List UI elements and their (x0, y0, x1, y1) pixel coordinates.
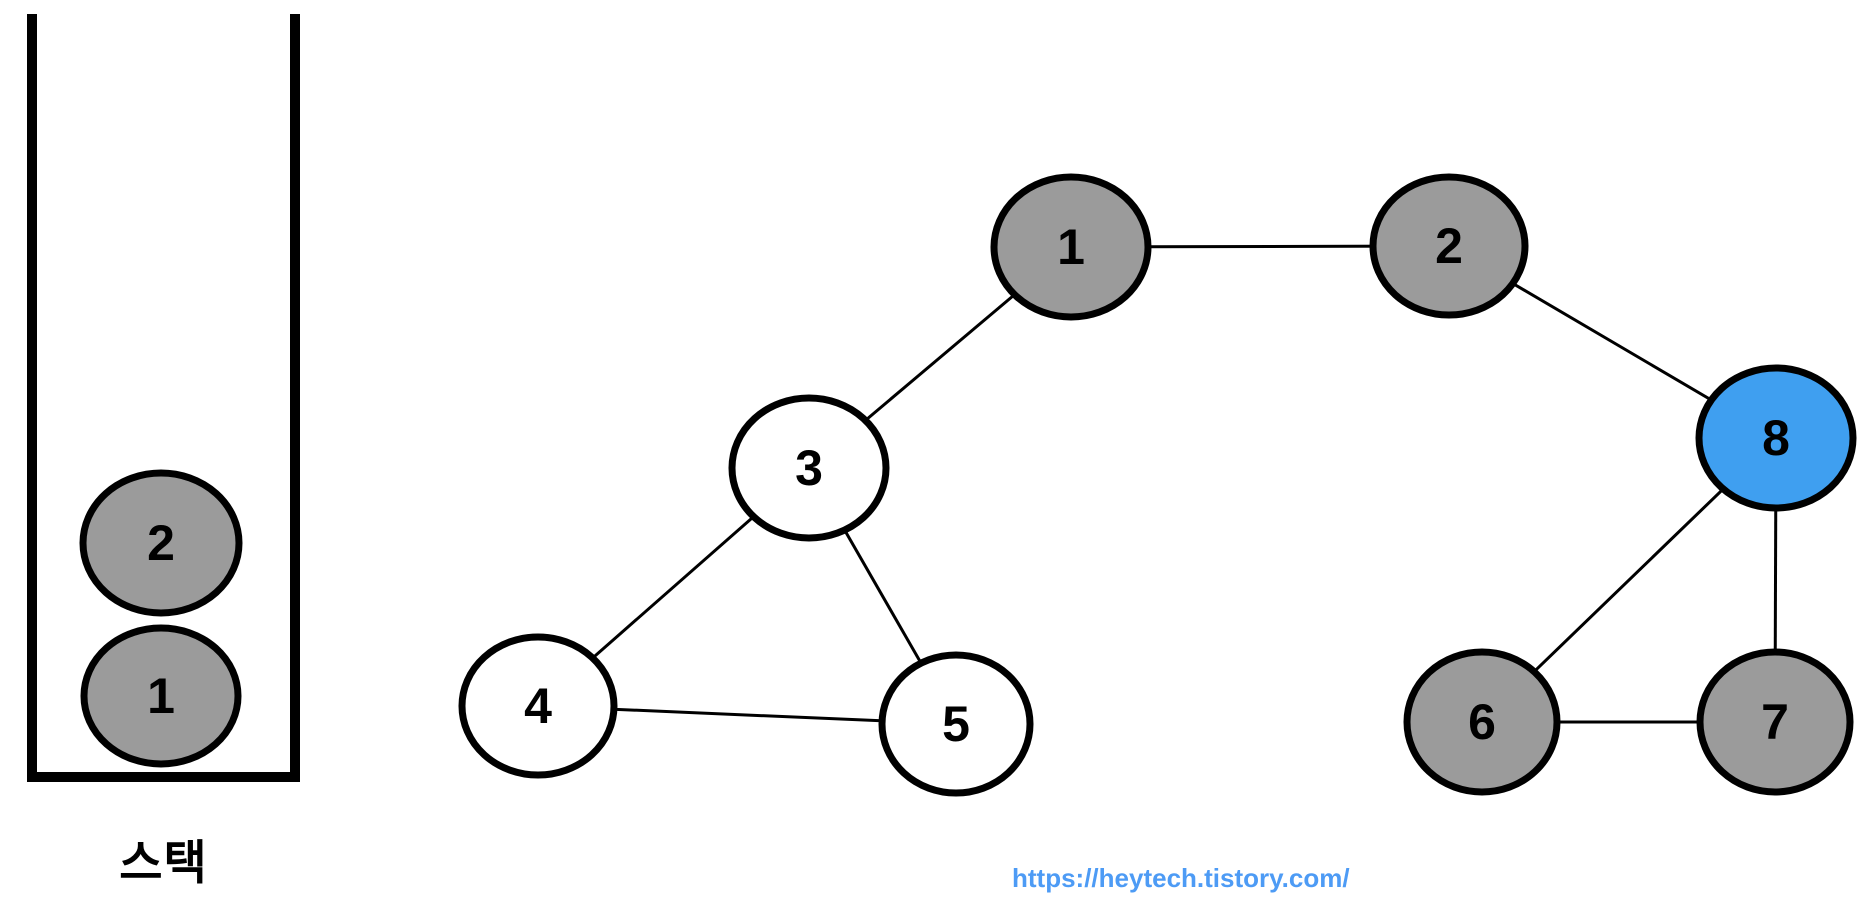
graph-node-label-7: 7 (1761, 694, 1789, 750)
stack-item-label-2: 2 (147, 515, 175, 571)
graph-node-6 (1403, 648, 1561, 796)
stack-right-wall (290, 14, 300, 782)
graph-node-4 (458, 633, 618, 779)
graph-node-3 (728, 394, 890, 542)
stack-item-1 (80, 624, 242, 768)
graph-node-label-6: 6 (1468, 694, 1496, 750)
stack-bottom-wall (27, 772, 300, 782)
graph-node-7 (1696, 648, 1854, 796)
graph-node-5 (878, 651, 1034, 797)
graph-node-label-3: 3 (795, 440, 823, 496)
stack-item-2 (79, 469, 243, 617)
graph-node-1 (990, 173, 1152, 321)
stack-left-wall (27, 14, 37, 782)
graph-node-label-1: 1 (1057, 219, 1085, 275)
graph-node-8 (1695, 364, 1857, 512)
graph-node-label-5: 5 (942, 696, 970, 752)
graph-node-label-8: 8 (1762, 410, 1790, 466)
footer-url: https://heytech.tistory.com/ (1012, 863, 1350, 893)
graph-node-label-2: 2 (1435, 218, 1463, 274)
stack-label: 스택 (119, 836, 208, 889)
stack-item-label-1: 1 (147, 668, 175, 724)
graph-node-2 (1369, 173, 1529, 319)
graph-node-label-4: 4 (524, 678, 552, 734)
